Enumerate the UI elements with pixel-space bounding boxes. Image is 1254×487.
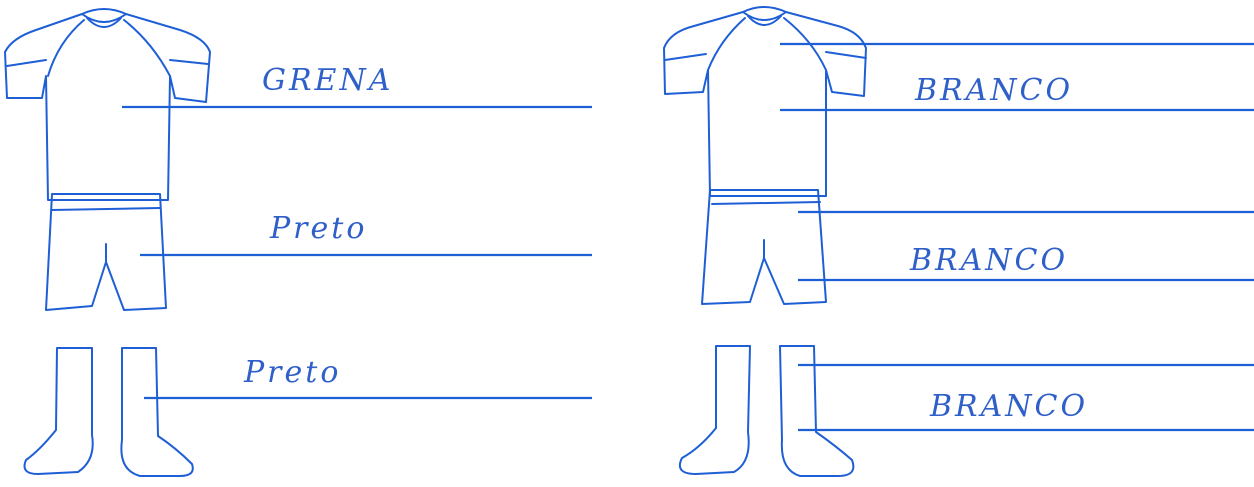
right-socks-color-label: BRANCO — [929, 389, 1088, 424]
left-socks-icon — [25, 348, 193, 476]
right-shirt-icon — [664, 7, 866, 196]
right-kit: BRANCO BRANCO BRANCO — [664, 7, 1254, 476]
left-shorts-color-label: Preto — [269, 211, 367, 246]
left-shirt-color-label: GRENA — [262, 63, 393, 98]
right-shorts-icon — [702, 190, 826, 304]
right-shirt-color-label: BRANCO — [914, 73, 1073, 108]
left-socks-color-label: Preto — [243, 355, 341, 390]
right-shorts-color-label: BRANCO — [909, 243, 1068, 278]
left-kit: GRENA Preto Preto — [5, 9, 592, 476]
left-shorts-icon — [46, 194, 166, 310]
left-shirt-icon — [5, 9, 210, 200]
